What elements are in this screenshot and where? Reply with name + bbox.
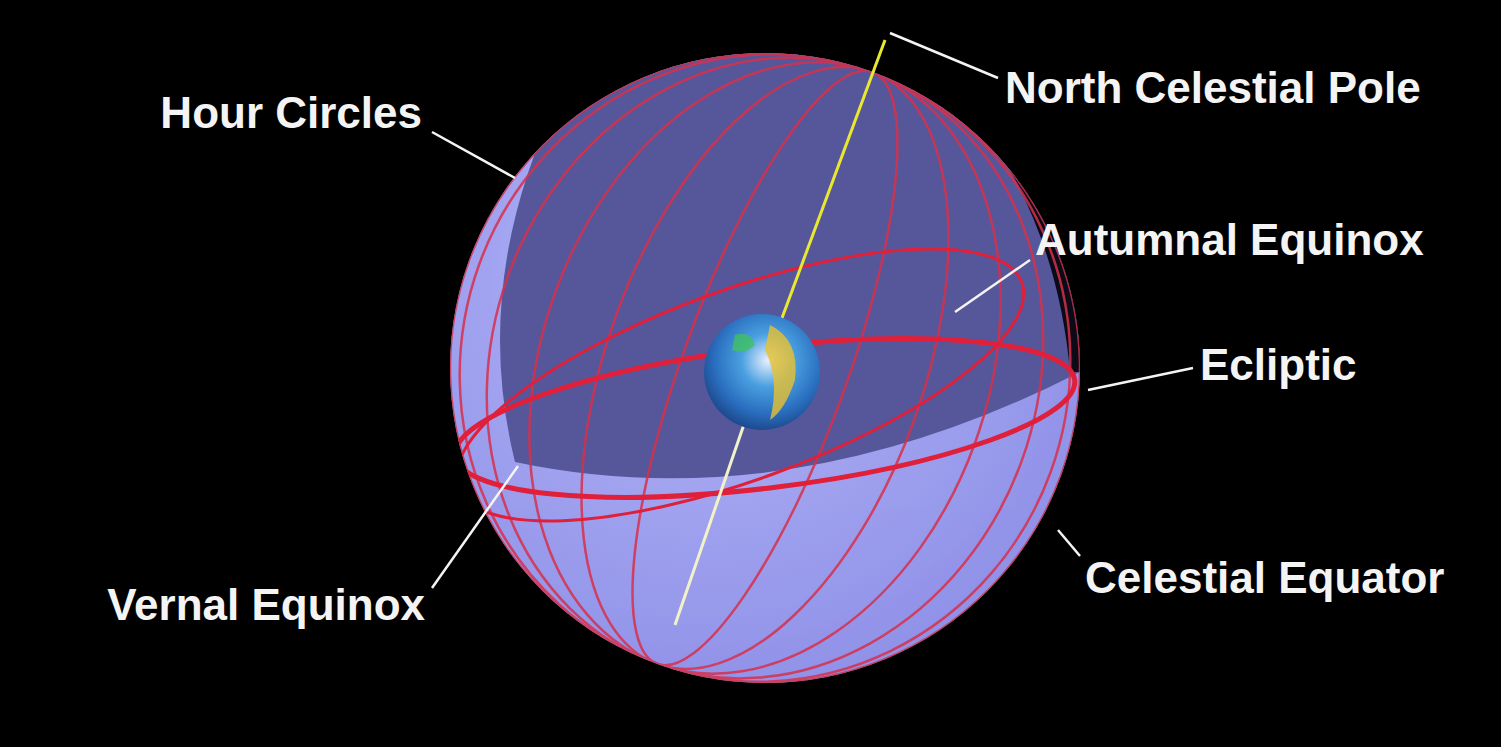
callout-label: Autumnal Equinox xyxy=(1035,216,1424,264)
callout-label: Ecliptic xyxy=(1200,341,1357,389)
callout-label: Celestial Equator xyxy=(1085,554,1444,602)
earth-globe xyxy=(704,314,820,430)
hour-circles xyxy=(361,0,1168,747)
callout-label: Hour Circles xyxy=(160,89,422,137)
callout-label: Vernal Equinox xyxy=(107,581,425,629)
earth-continent xyxy=(732,334,755,352)
earth-continent xyxy=(765,325,796,420)
ecliptic-circle xyxy=(426,193,1055,577)
leader-lines xyxy=(432,33,1193,588)
celestial-equator-circle xyxy=(447,310,1083,525)
callout-label: North Celestial Pole xyxy=(1005,64,1421,112)
